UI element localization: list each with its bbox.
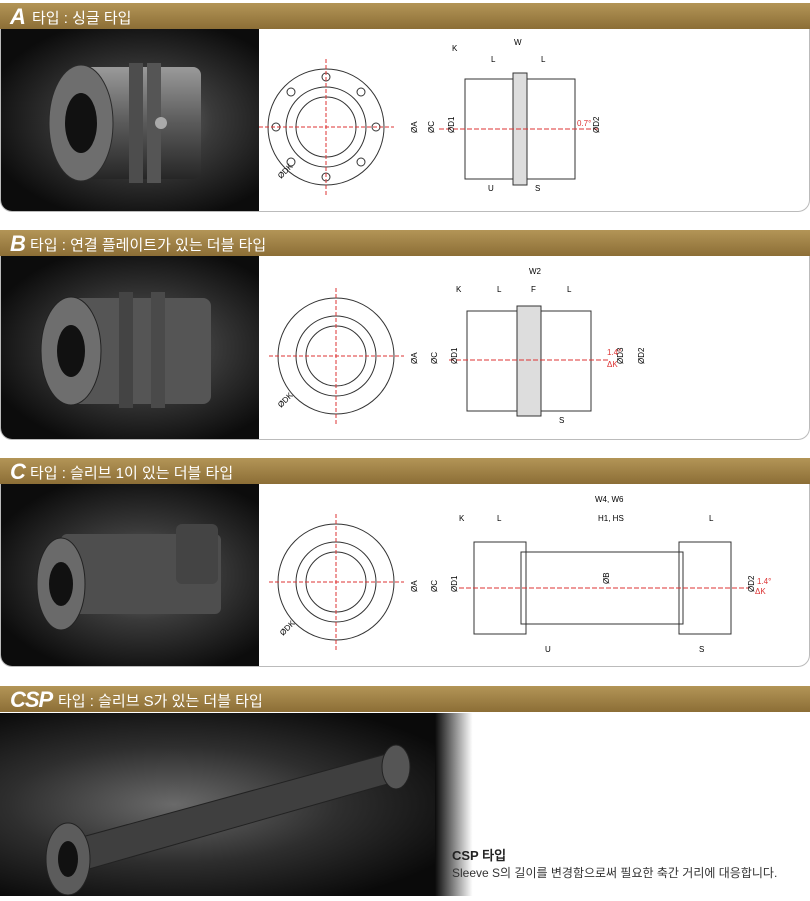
coupling-photo-c xyxy=(1,484,259,666)
csp-photo-fade xyxy=(435,713,810,896)
csp-title: CSP 타입 xyxy=(452,848,507,863)
label-k: K xyxy=(452,44,458,53)
coupling-photo-csp xyxy=(0,713,435,896)
label-u: U xyxy=(545,645,551,654)
label-dd2: ØD2 xyxy=(747,575,756,592)
drawing-c: ØDK K W4, W6 H1, HS L L ØA ØC ØD1 ØB ØD2… xyxy=(259,484,809,666)
label-w2: W2 xyxy=(529,267,542,276)
section-letter: CSP xyxy=(10,687,53,712)
label-db: ØB xyxy=(602,572,611,584)
label-w: W xyxy=(514,38,522,47)
label-angle: 0.7° xyxy=(577,119,591,128)
label-da: ØA xyxy=(410,121,419,133)
label-dd1: ØD1 xyxy=(450,347,459,364)
label-dd2: ØD2 xyxy=(592,116,601,133)
csp-description: Sleeve S의 길이를 변경함으로써 필요한 축간 거리에 대응합니다. xyxy=(452,866,778,880)
coupling-photo-b xyxy=(1,256,259,439)
label-dc: ØC xyxy=(430,580,439,592)
drawing-a: ØDK K W L L ØA ØC ØD1 ØD2 0.7° U S xyxy=(259,29,809,211)
label-u: U xyxy=(488,184,494,193)
label-w4w6: W4, W6 xyxy=(595,495,624,504)
label-s: S xyxy=(699,645,704,654)
label-dc: ØC xyxy=(427,121,436,133)
drawing-b: ØDK K W2 L F L ØA ØC ØD1 ØD3 ØD2 1.4° ΔK… xyxy=(259,256,809,439)
label-dd1: ØD1 xyxy=(450,575,459,592)
panel-a: ØDK K W L L ØA ØC ØD1 ØD2 0.7° U S xyxy=(0,29,810,212)
coupling-photo-a xyxy=(1,29,259,211)
label-dd1: ØD1 xyxy=(447,116,456,133)
section-header-c: C 타입 : 슬리브 1이 있는 더블 타입 xyxy=(0,458,810,484)
section-title: 타입 : 싱글 타입 xyxy=(32,10,132,27)
label-l: L xyxy=(497,514,502,523)
section-letter: A xyxy=(10,4,26,29)
label-l: L xyxy=(491,55,496,64)
label-angle: 1.4° xyxy=(757,577,771,586)
label-dd3: ØD3 xyxy=(616,347,625,364)
panel-b: ØDK K W2 L F L ØA ØC ØD1 ØD3 ØD2 1.4° ΔK… xyxy=(0,256,810,440)
section-letter: B xyxy=(10,231,26,256)
section-title: 타입 : 슬리브 S가 있는 더블 타입 xyxy=(58,693,263,710)
section-header-a: A 타입 : 싱글 타입 xyxy=(0,3,810,29)
label-h1hs: H1, HS xyxy=(598,514,624,523)
label-dc: ØC xyxy=(430,352,439,364)
label-k: K xyxy=(459,514,465,523)
label-delta-k: ΔK xyxy=(607,360,618,369)
label-dd2: ØD2 xyxy=(637,347,646,364)
label-s: S xyxy=(535,184,540,193)
section-header-csp: CSP 타입 : 슬리브 S가 있는 더블 타입 xyxy=(0,686,810,712)
label-f: F xyxy=(531,285,536,294)
label-dk: ØDK xyxy=(278,618,297,637)
label-l2: L xyxy=(567,285,572,294)
section-title: 타입 : 슬리브 1이 있는 더블 타입 xyxy=(30,465,234,482)
label-l2: L xyxy=(541,55,546,64)
label-dk: ØDK xyxy=(276,390,295,409)
section-header-b: B 타입 : 연결 플레이트가 있는 더블 타입 xyxy=(0,230,810,256)
panel-c: ØDK K W4, W6 H1, HS L L ØA ØC ØD1 ØB ØD2… xyxy=(0,484,810,667)
label-dk: ØDK xyxy=(276,161,295,180)
label-delta-k: ΔK xyxy=(755,587,766,596)
label-da: ØA xyxy=(410,580,419,592)
label-da: ØA xyxy=(410,352,419,364)
label-angle: 1.4° xyxy=(607,348,621,357)
label-s: S xyxy=(559,416,564,425)
label-l: L xyxy=(497,285,502,294)
label-l2: L xyxy=(709,514,714,523)
section-title: 타입 : 연결 플레이트가 있는 더블 타입 xyxy=(30,237,267,254)
section-letter: C xyxy=(10,459,26,484)
label-k: K xyxy=(456,285,462,294)
